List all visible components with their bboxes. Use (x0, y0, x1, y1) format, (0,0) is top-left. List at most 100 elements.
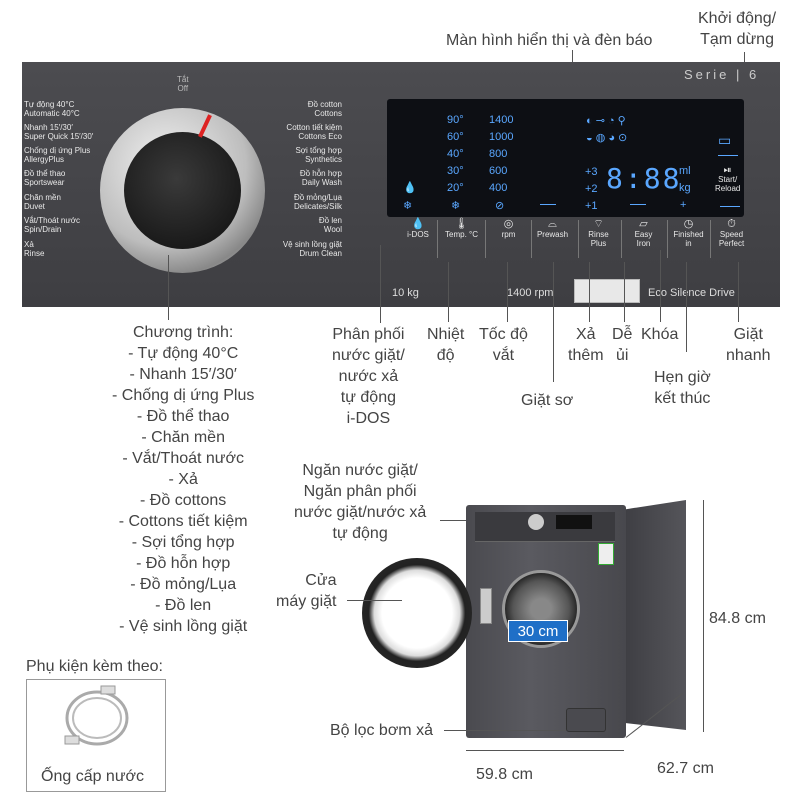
filter-callout: Bộ lọc bơm xả (330, 722, 433, 739)
thermometer-icon: 🌡 (454, 218, 469, 230)
no-spin-icon: ⊘ (495, 200, 505, 212)
snowflake-icon: ❄ (403, 200, 413, 212)
height-dimension-line (703, 500, 704, 732)
start-reload-button[interactable]: ⏯ Start/Reload (715, 165, 741, 194)
accessory-title: Phụ kiện kèm theo: (26, 658, 163, 675)
rinse-icon: ⌔ (593, 218, 604, 230)
rpm-button[interactable]: ◎rpm (485, 218, 531, 258)
start-dash (720, 206, 740, 207)
temp-button[interactable]: 🌡Temp. °C (437, 218, 485, 258)
door-hinge (480, 588, 492, 624)
speed-600: 600 (489, 165, 508, 177)
speed-1400: 1400 (489, 114, 514, 126)
stopwatch-icon: ⏱ (727, 218, 736, 230)
drop-icon: 💧 (403, 182, 417, 194)
iron-dash (630, 204, 646, 205)
idos-drop-icon: 💧 (411, 218, 425, 230)
machine-display (556, 515, 592, 529)
plus-2: +2 (585, 183, 598, 195)
unit-kg: kg (679, 182, 691, 194)
accessory-name: Ống cấp nước (41, 768, 145, 785)
digit-display: 8:88 (606, 162, 682, 195)
idos-icon: ▭ (718, 132, 732, 148)
prewash-button[interactable]: ⌓Prewash (531, 218, 573, 258)
start-callout: Khởi động/ Tạm dừng (698, 10, 777, 48)
energy-sticker (598, 543, 614, 565)
temp-20: 20° (447, 182, 464, 194)
cold-icon: ❄ (451, 200, 461, 212)
speed-400: 400 (489, 182, 508, 194)
machine-dial (528, 514, 544, 530)
width-label: 59.8 cm (476, 766, 533, 783)
machine-panel (475, 512, 615, 542)
iron-icon: ⏥ (639, 218, 648, 230)
plus-3: +3 (585, 166, 598, 178)
prewash-callout: Giặt sơ (521, 392, 574, 409)
door-size-badge: 30 cm (508, 620, 568, 642)
status-icons-row2: ◒ ◍ ◕ ⊙ (586, 132, 628, 144)
prewash-icon: ⌓ (548, 218, 557, 230)
speed-800: 800 (489, 148, 508, 160)
eco-silence-label: Eco Silence Drive (648, 287, 735, 299)
energy-label-sticker (574, 279, 640, 303)
temp-40: 40° (447, 148, 464, 160)
height-label: 84.8 cm (709, 610, 766, 627)
series-label: Serie | 6 (684, 67, 760, 82)
temp-30: 30° (447, 165, 464, 177)
temp-60: 60° (447, 131, 464, 143)
lock-callout: Khóa (641, 326, 679, 343)
programs-list: Chương trình: - Tự động 40°C - Nhanh 15′… (112, 324, 255, 635)
capacity-label: 10 kg (392, 287, 419, 299)
idos-button[interactable]: 💧i-DOS (390, 218, 446, 258)
plus-icon: + (680, 199, 687, 211)
display-screen (387, 99, 744, 217)
status-icons-row1: ◐ ⊸ ◔ ⚲ (586, 115, 626, 127)
play-pause-icon: ⏯ (723, 165, 732, 176)
accessory-box: Ống cấp nước (26, 679, 166, 792)
spin-icon: ◎ (503, 218, 514, 230)
dial-center (124, 132, 241, 249)
display-callout: Màn hình hiển thị và đèn báo (446, 32, 653, 49)
program-left-2[interactable]: Nhanh 15′/30′Super Quick 15′/30′ (24, 123, 94, 141)
temp-90: 90° (447, 114, 464, 126)
water-hose-icon (64, 685, 129, 746)
machine-door[interactable] (362, 558, 472, 668)
pump-filter-cover (566, 708, 606, 732)
machine-side (626, 500, 686, 730)
depth-label: 62.7 cm (657, 760, 714, 777)
speed-1000: 1000 (489, 131, 514, 143)
unit-ml: ml (679, 165, 691, 177)
clock-icon: ◷ (683, 218, 694, 230)
max-rpm-label: 1400 rpm (507, 287, 554, 299)
plus-1: +1 (585, 200, 598, 212)
idos-dash (718, 155, 738, 156)
prewash-dash (540, 204, 556, 205)
